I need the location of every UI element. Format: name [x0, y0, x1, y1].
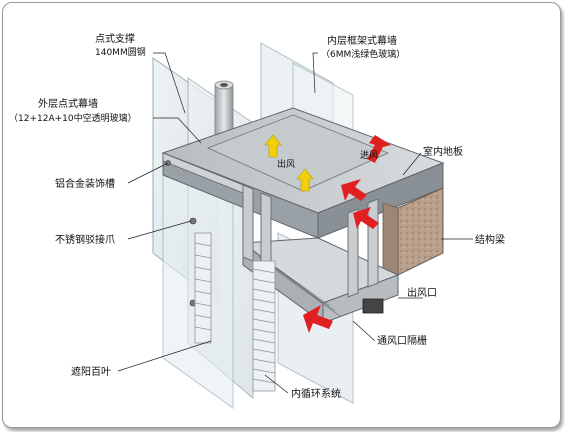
- label-aluminum-trough: 铝合金装饰槽: [55, 177, 115, 190]
- label-arrow-air-in: 进风: [360, 150, 378, 161]
- steel-claws: [165, 160, 197, 307]
- air-out-arrow-1: [264, 134, 282, 158]
- leader-lines: [117, 52, 473, 394]
- label-inner-wall-sub: （6MM浅绿色玻璃）: [321, 48, 405, 60]
- curtain-wall-diagram: 点式支撑 140MM圆钢 外层点式幕墙 （12+12A+10中空透明玻璃） 铝合…: [9, 32, 505, 409]
- diagram-frame: 点式支撑 140MM圆钢 外层点式幕墙 （12+12A+10中空透明玻璃） 铝合…: [2, 2, 561, 428]
- label-blinds: 遮阳百叶: [71, 365, 111, 378]
- label-indoor-floor: 室内地板: [423, 145, 463, 158]
- label-air-outlet: 出风口: [407, 286, 437, 299]
- sunshade-blinds: [194, 232, 276, 392]
- label-circulation: 内循环系统: [291, 387, 341, 400]
- air-in-arrow-3: [353, 207, 379, 229]
- label-structural-beam: 结构梁: [475, 233, 505, 246]
- structural-beam: [382, 187, 444, 276]
- vent-duct: [241, 237, 400, 324]
- air-in-arrow-2: [341, 179, 367, 201]
- label-arrow-air-out: 出风: [277, 158, 295, 170]
- label-vent-grille: 通风口隔栅: [377, 334, 427, 347]
- label-dot-support: 点式支撑: [95, 32, 135, 45]
- air-in-arrow-1: [367, 135, 391, 163]
- label-outer-wall-sub: （12+12A+10中空透明玻璃）: [9, 112, 137, 124]
- air-out-arrow-2: [296, 168, 314, 192]
- label-steel-claw: 不锈钢驳接爪: [55, 233, 115, 246]
- air-in-arrow-4: [303, 305, 333, 333]
- label-dot-support-sub: 140MM圆钢: [95, 46, 146, 58]
- label-outer-wall: 外层点式幕墙: [38, 97, 98, 110]
- label-inner-wall: 内层框架式幕墙: [327, 34, 397, 47]
- airflow-arrows: [264, 134, 391, 333]
